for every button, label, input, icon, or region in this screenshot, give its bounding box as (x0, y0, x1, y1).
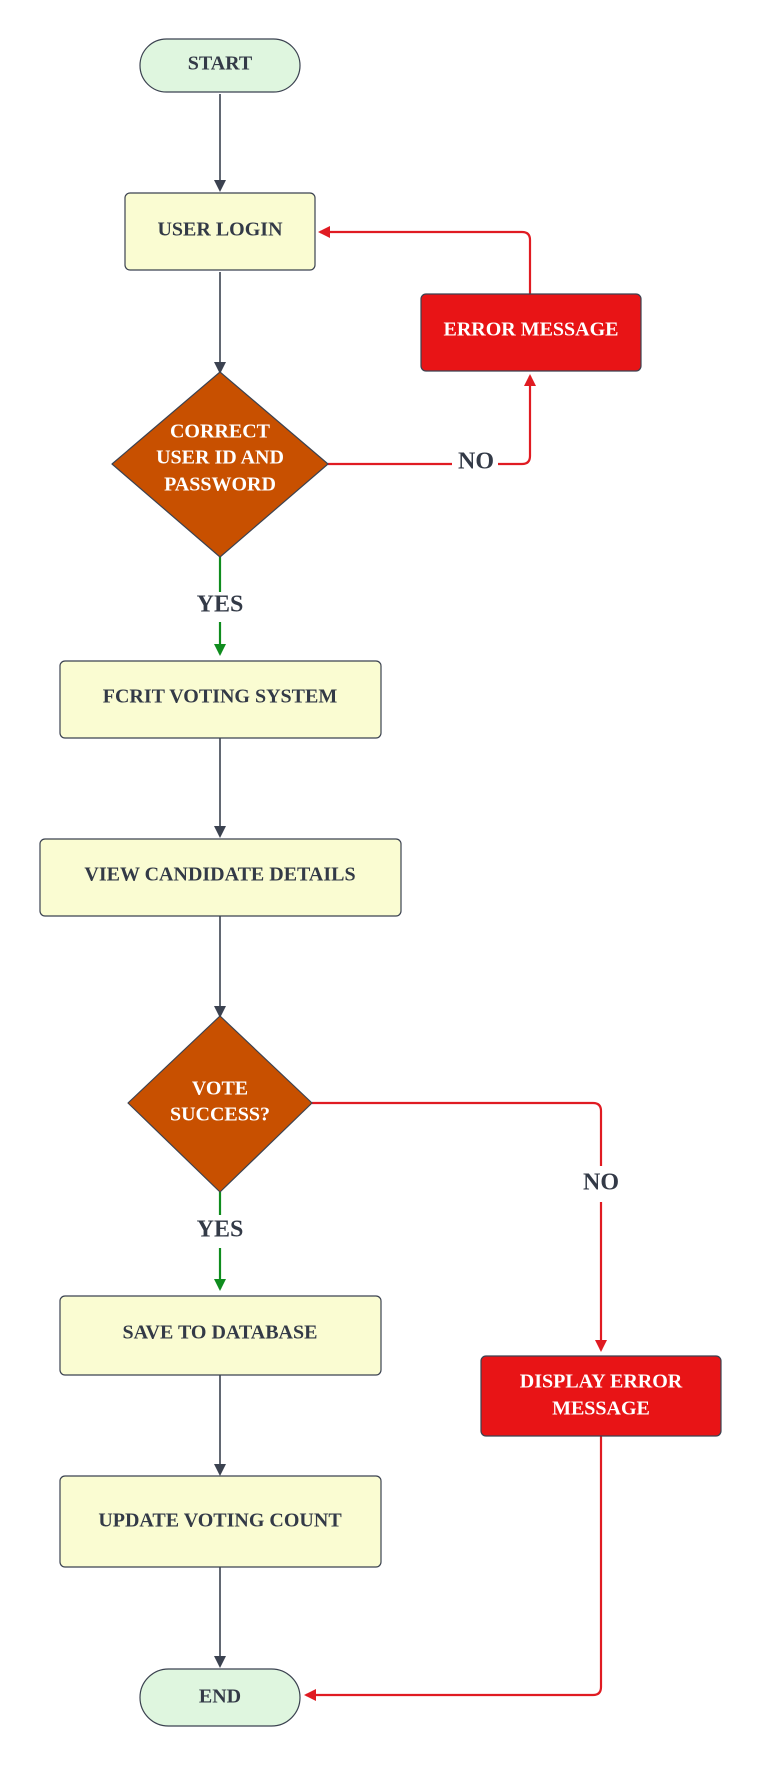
edge-error-to-login (318, 226, 532, 294)
update-count-process: UPDATE VOTING COUNT (59, 1475, 382, 1568)
credentials-decision: CORRECT USER ID AND PASSWORD (111, 371, 329, 558)
save-database-label: SAVE TO DATABASE (123, 1322, 318, 1344)
error-message-label: ERROR MESSAGE (443, 319, 618, 341)
vote-label-line-2: SUCCESS? (170, 1104, 270, 1126)
end-terminal: END (139, 1668, 301, 1727)
user-login-process: USER LOGIN (124, 192, 316, 271)
credentials-label-line-2: USER ID AND (156, 447, 284, 469)
start-terminal: START (139, 38, 301, 93)
display-error-box: DISPLAY ERROR MESSAGE (480, 1355, 722, 1437)
credentials-no-label: NO (458, 449, 494, 475)
user-login-label: USER LOGIN (157, 219, 283, 241)
save-database-process: SAVE TO DATABASE (59, 1295, 382, 1376)
vote-no-label: NO (583, 1170, 619, 1196)
end-label: END (199, 1686, 241, 1708)
credentials-label-line-3: PASSWORD (164, 474, 276, 496)
credentials-label-line-1: CORRECT (170, 421, 271, 443)
update-count-label: UPDATE VOTING COUNT (98, 1510, 342, 1532)
edge-vote-no-upper (312, 1101, 603, 1166)
edge-credentials-no-right (498, 374, 536, 466)
display-error-label-line-1: DISPLAY ERROR (520, 1371, 683, 1393)
error-message-box: ERROR MESSAGE (420, 293, 642, 372)
view-candidates-label: VIEW CANDIDATE DETAILS (84, 864, 355, 886)
view-candidates-process: VIEW CANDIDATE DETAILS (39, 838, 402, 917)
display-error-label-line-2: MESSAGE (552, 1398, 650, 1420)
vote-yes-label: YES (197, 1217, 244, 1243)
start-label: START (188, 53, 253, 75)
voting-system-label: FCRIT VOTING SYSTEM (103, 686, 338, 708)
vote-decision: VOTE SUCCESS? (127, 1015, 313, 1193)
credentials-yes-label: YES (197, 592, 244, 618)
edge-display-error-to-end (304, 1436, 603, 1701)
vote-label-line-1: VOTE (192, 1078, 248, 1100)
voting-system-process: FCRIT VOTING SYSTEM (59, 660, 382, 739)
